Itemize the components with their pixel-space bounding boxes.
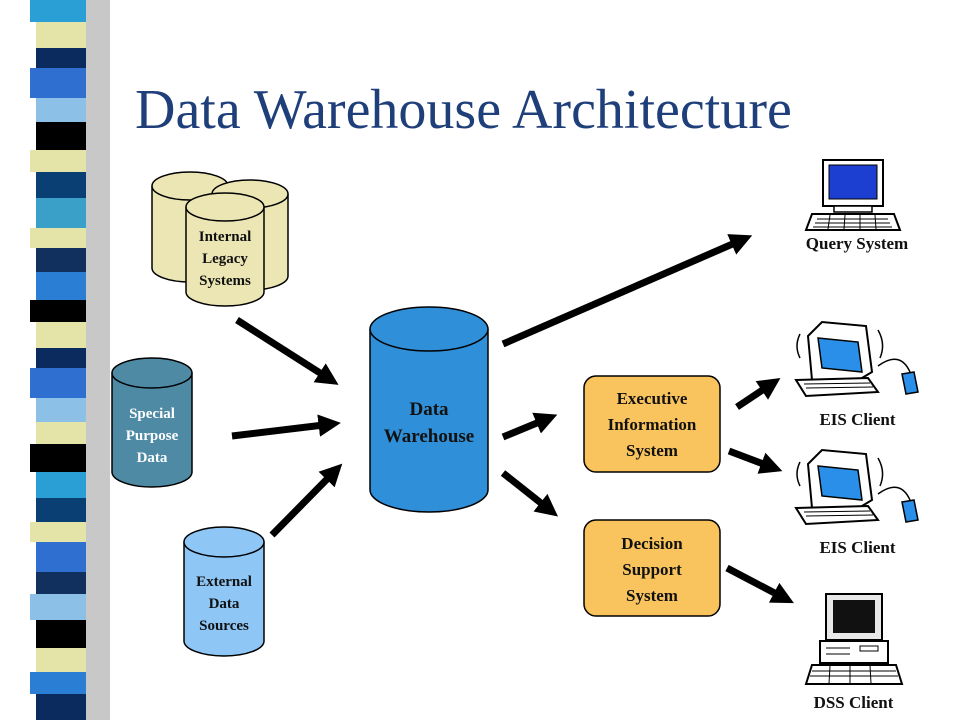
external-sources-label: External Data Sources [196,574,252,634]
stripe-block [30,368,86,398]
eis-system-label: Executive Information System [607,389,697,460]
stripe-block [30,522,86,542]
arrow-external-to-warehouse [269,463,343,538]
stripe-block [36,472,86,498]
special-purpose-cylinder [111,357,193,488]
query-system-computer-icon [804,159,902,231]
stripe-block [30,68,86,98]
arrow-warehouse-to-query [501,234,753,348]
arrow-eis-to-client1 [735,378,781,410]
stripe-block [36,122,86,150]
stripe-block [36,22,86,48]
arrow-special-to-warehouse [231,414,341,440]
eis-client-label: EIS Client [819,410,896,429]
stripe-block [30,228,86,248]
stripe-block [36,398,86,422]
dss-system-box [583,519,721,617]
external-sources-cylinder [183,526,265,657]
stripe-block [36,620,86,648]
arrow-eis-to-client2 [727,447,783,474]
stripe-block [36,572,86,594]
data-warehouse-cylinder [369,306,489,513]
internal-legacy-label: Internal Legacy Systems [198,229,252,289]
arrow-dss-to-client [725,564,794,604]
eis-client-computer-icon [794,448,919,526]
stripe-block [30,444,86,472]
page-title: Data Warehouse Architecture [135,79,792,141]
eis-client-computer-icon [794,320,919,398]
eis-client-label: EIS Client [819,538,896,557]
stripe-block [36,694,86,720]
legacy-cylinder-front [185,207,265,307]
arrow-warehouse-to-dss [500,470,559,517]
dss-client-label: DSS Client [813,693,894,712]
dss-client-computer-icon [804,593,904,685]
stripe-block [36,348,86,368]
data-warehouse-label: Data Warehouse [383,399,475,447]
stripe-block [36,648,86,672]
stripe-block [30,594,86,620]
stripe-block [30,672,86,694]
eis-system-box [583,375,721,473]
stripe-block [36,322,86,348]
stripe-block [36,172,86,198]
special-purpose-label: Special Purpose Data [125,406,179,466]
stripe-block [36,498,86,522]
stripe-block [36,98,86,122]
arrow-legacy-to-warehouse [235,317,339,385]
stripe-block [36,542,86,572]
stripe-block [30,0,86,22]
stripe-block [36,198,86,228]
stripe-block [36,272,86,300]
stripe-block [36,422,86,444]
stripe-block [30,300,86,322]
decorative-stripe-bar [30,0,110,720]
dss-system-label: Decision Support System [621,534,683,605]
stripe-block [36,248,86,272]
stripe-block [30,150,86,172]
arrow-warehouse-to-eis [501,412,558,441]
stripe-block [36,48,86,68]
query-system-label: Query System [805,234,909,253]
internal-legacy-cylinders [151,171,289,307]
